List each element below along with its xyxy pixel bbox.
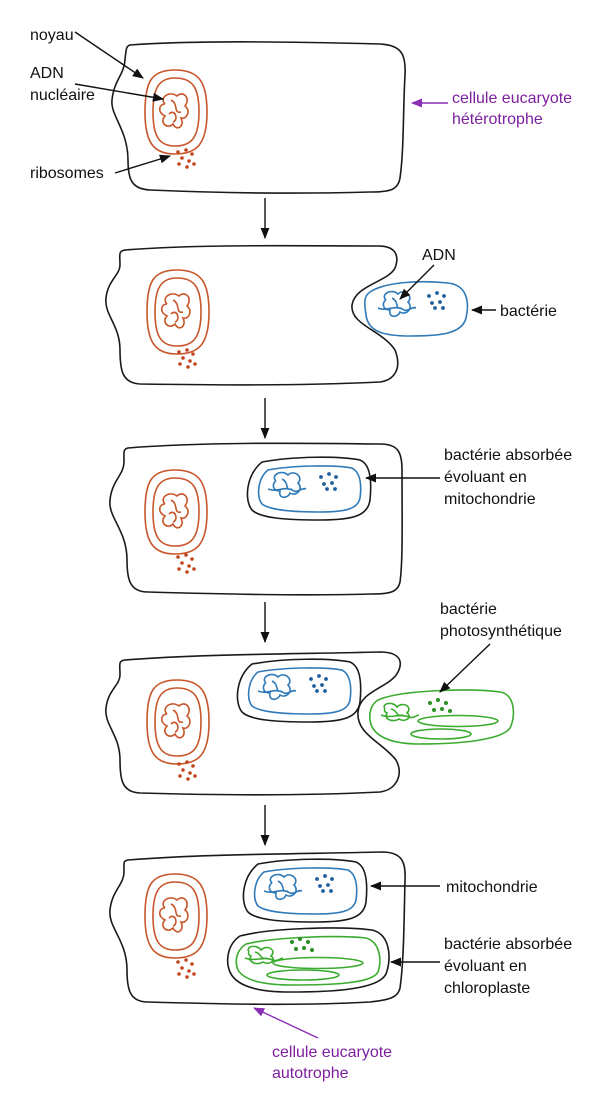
stage-3-absorbed-bacterium	[246, 456, 372, 521]
arrow-adn	[399, 264, 435, 300]
label-absorbee-chloro-1: bactérie absorbée	[444, 936, 572, 953]
label-absorbee-chloro-2: évoluant en	[444, 958, 527, 975]
label-mitochondrie: mitochondrie	[446, 879, 538, 896]
stage-4-mitochondrion	[236, 658, 362, 723]
label-adn: ADN	[422, 247, 456, 264]
label-bacterie: bactérie	[500, 303, 557, 320]
stage-2-cell-bacterium-approach	[105, 244, 469, 386]
arrow-ribosomes	[114, 154, 172, 174]
arrow-cellule-autotrophe	[252, 1007, 319, 1039]
stage-2-bacterium	[364, 280, 469, 337]
stage-5-chloroplast	[226, 927, 390, 993]
label-absorbee-mito-1: bactérie absorbée	[444, 447, 572, 464]
arrow-photosynthetique	[439, 643, 491, 693]
stage-5-cell-autotrophic	[109, 851, 406, 1006]
label-noyau: noyau	[30, 27, 74, 44]
stage-4-photosynthetic-bacterium	[369, 689, 515, 745]
arrow-noyau	[74, 31, 144, 79]
label-cellule-autotrophe-2: autotrophe	[272, 1065, 349, 1082]
label-absorbee-mito-3: mitochondrie	[444, 491, 536, 508]
label-cellule-heterotrophe-1: cellule eucaryote	[452, 90, 572, 107]
stage-5-mitochondrion	[242, 858, 368, 923]
label-cellule-heterotrophe-2: hétérotrophe	[452, 111, 543, 128]
arrow-adn-nucleaire	[74, 83, 165, 102]
stage-3-cell-absorbed-bacterium	[109, 442, 403, 596]
label-adn-nucleaire-1: ADN	[30, 65, 64, 82]
label-absorbee-chloro-3: chloroplaste	[444, 980, 530, 997]
label-adn-nucleaire-2: nucléaire	[30, 87, 95, 104]
label-photo-2: photosynthétique	[440, 623, 562, 640]
label-cellule-autotrophe-1: cellule eucaryote	[272, 1044, 392, 1061]
label-photo-1: bactérie	[440, 601, 497, 618]
label-absorbee-mito-2: évoluant en	[444, 469, 527, 486]
stage-1-cell-heterotrophic	[111, 41, 406, 194]
label-ribosomes: ribosomes	[30, 165, 104, 182]
stage-4-cell-photosynthetic-approach	[105, 651, 515, 796]
